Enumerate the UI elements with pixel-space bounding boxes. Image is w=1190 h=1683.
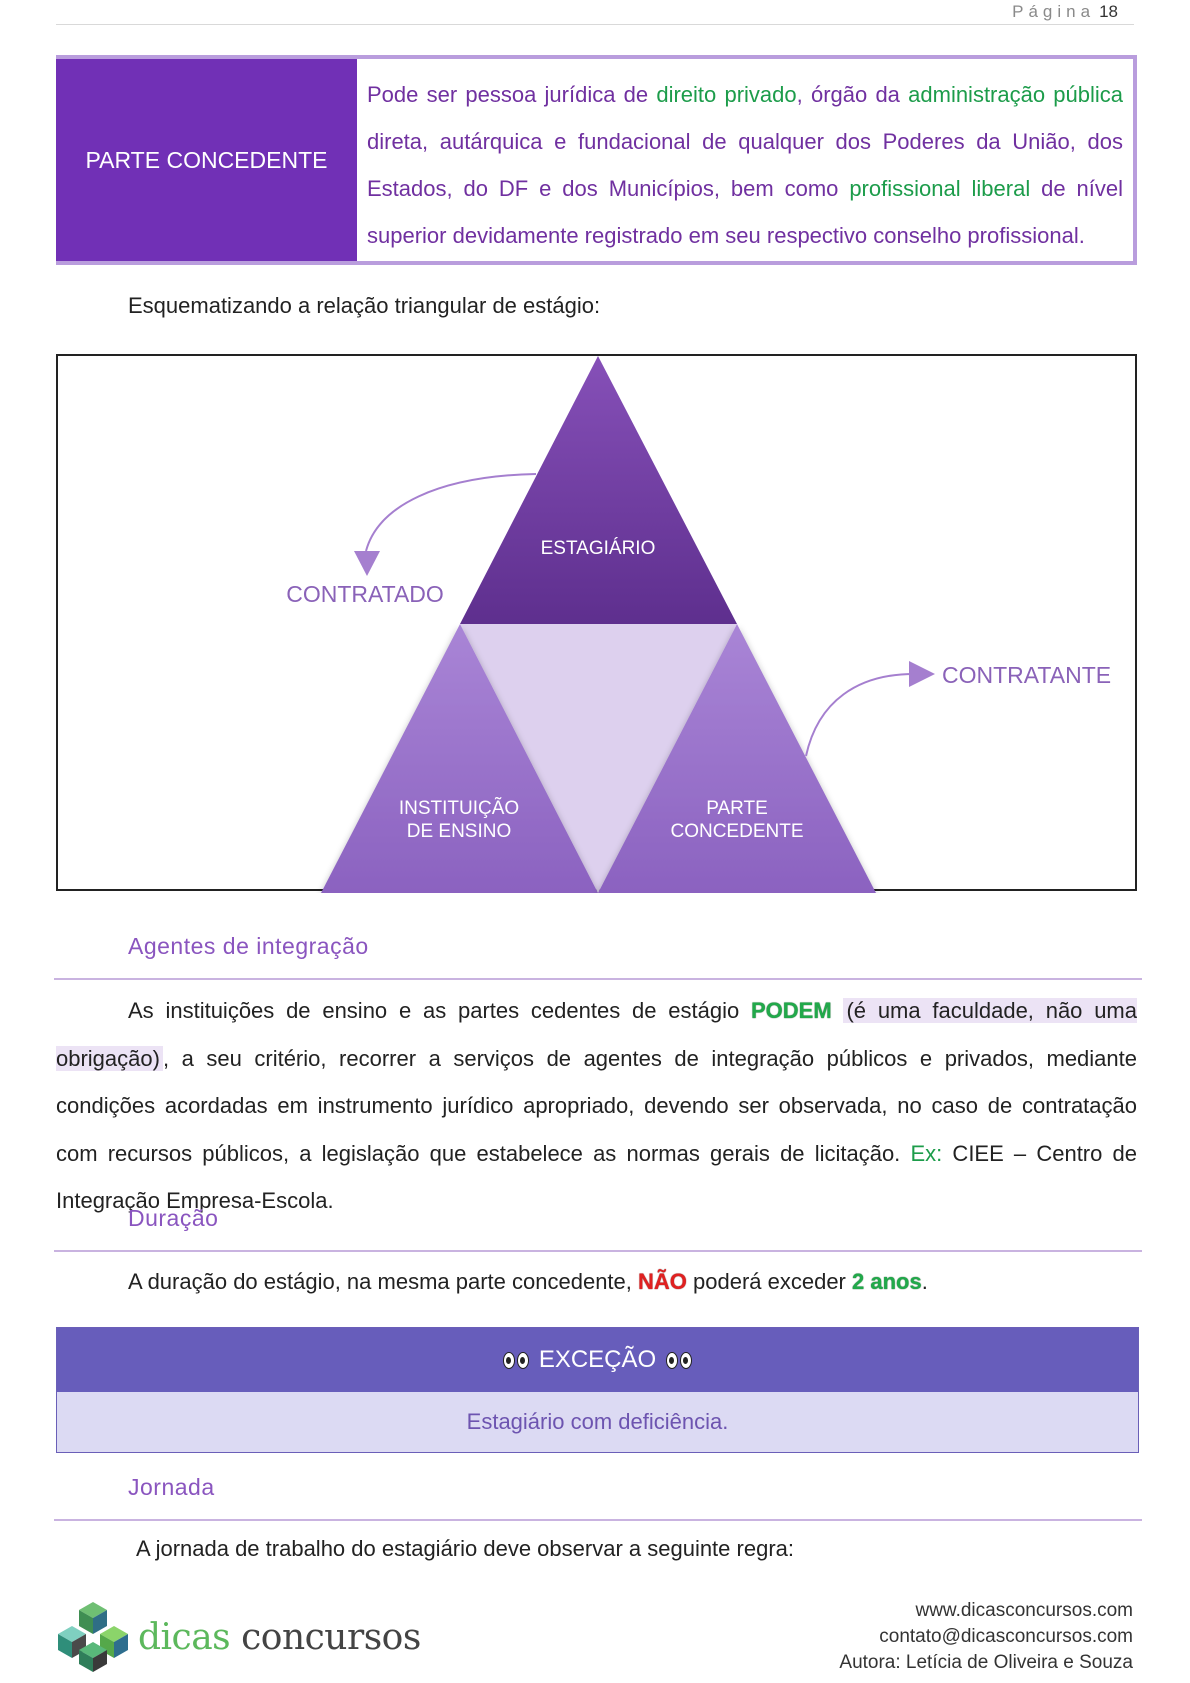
example-label: Ex: [910,1140,943,1166]
label-estagiario: ESTAGIÁRIO [541,538,656,559]
right-triangle [598,624,876,893]
section-rule [54,978,1142,980]
label-contratante: CONTRATANTE [942,662,1111,688]
agentes-text: , a seu critério, recorrer a serviços de… [56,1045,1137,1166]
eyes-icon [502,1351,529,1369]
section-rule [54,1250,1142,1252]
emphasis-nao: NÃO [638,1269,687,1294]
contratado-arrowhead [354,551,380,576]
contratado-arrow-curve [365,473,537,552]
eyes-icon [666,1351,693,1369]
exception-body: Estagiário com deficiência. [57,1392,1138,1452]
left-triangle [321,624,598,893]
footer-author: Autora: Letícia de Oliveira e Souza [839,1652,1133,1673]
page-number-value: 18 [1099,2,1118,21]
def-text-part: Pode ser pessoa jurídica de [367,82,657,107]
definition-label: PARTE CONCEDENTE [56,59,357,261]
jornada-text: A jornada de trabalho do estagiário deve… [136,1536,794,1561]
top-triangle [460,356,737,624]
definition-text: Pode ser pessoa jurídica de direito priv… [357,59,1133,261]
agentes-text [832,998,844,1023]
emphasis-2-anos: 2 anos [852,1269,922,1294]
agentes-text: As instituições de ensino e as partes ce… [128,998,751,1023]
triangle-svg: ESTAGIÁRIO INSTITUIÇÃO DE ENSINO PARTE C… [286,356,1111,893]
cubes-logo-icon [58,1602,128,1672]
def-highlight: direito privado [656,82,797,107]
duracao-text: A duração do estágio, na mesma parte con… [128,1269,638,1294]
label-parte-2: CONCEDENTE [670,821,803,842]
brand-word-2: concursos [241,1616,421,1658]
section-title-duracao: Duração [128,1205,219,1231]
footer-logo: dicas concursos [56,1600,421,1674]
section-title-jornada: Jornada [128,1474,215,1500]
exception-title: EXCEÇÃO [538,1346,657,1373]
footer-email[interactable]: contato@dicasconcursos.com [879,1626,1133,1647]
page-label: Página [1012,2,1096,21]
def-text-part: de nível superior devidamente registrado… [367,176,1123,248]
intro-text: Esquematizando a relação triangular de e… [128,293,601,318]
def-highlight: profissional liberal [849,176,1031,201]
brand-word-1: dicas [138,1616,231,1658]
contratante-arrowhead [909,661,935,687]
footer-website[interactable]: www.dicasconcursos.com [915,1600,1133,1621]
def-text-part: direta, autárquica e fundacional de qual… [367,129,1123,201]
def-highlight: administração pública [908,82,1124,107]
section-rule [54,1519,1142,1521]
label-parte-1: PARTE [706,798,768,819]
label-instituicao-2: DE ENSINO [407,821,512,842]
section-title-agentes: Agentes de integração [128,933,369,959]
footer-info: www.dicasconcursos.com contato@dicasconc… [839,1598,1133,1676]
agentes-paragraph: As instituições de ensino e as partes ce… [56,987,1137,1225]
def-text-part: , órgão da [796,82,909,107]
duracao-text: . [921,1269,928,1294]
exception-header: EXCEÇÃO [57,1328,1138,1392]
label-contratado: CONTRATADO [286,581,444,607]
emphasis-podem: PODEM [750,998,832,1023]
triangle-diagram: ESTAGIÁRIO INSTITUIÇÃO DE ENSINO PARTE C… [56,354,1137,893]
duracao-text: poderá exceder [686,1269,852,1294]
exception-box: EXCEÇÃO Estagiário com deficiência. [56,1327,1139,1453]
contratante-arrow-curve [805,673,915,757]
definition-table: PARTE CONCEDENTE Pode ser pessoa jurídic… [56,55,1137,265]
center-triangle [460,624,737,893]
duracao-paragraph: A duração do estágio, na mesma parte con… [56,1258,1137,1306]
brand-name: dicas concursos [138,1617,421,1658]
label-instituicao-1: INSTITUIÇÃO [399,797,519,819]
agentes-text: CIEE – Centro de Integração Empresa-Esco… [56,1140,1137,1214]
